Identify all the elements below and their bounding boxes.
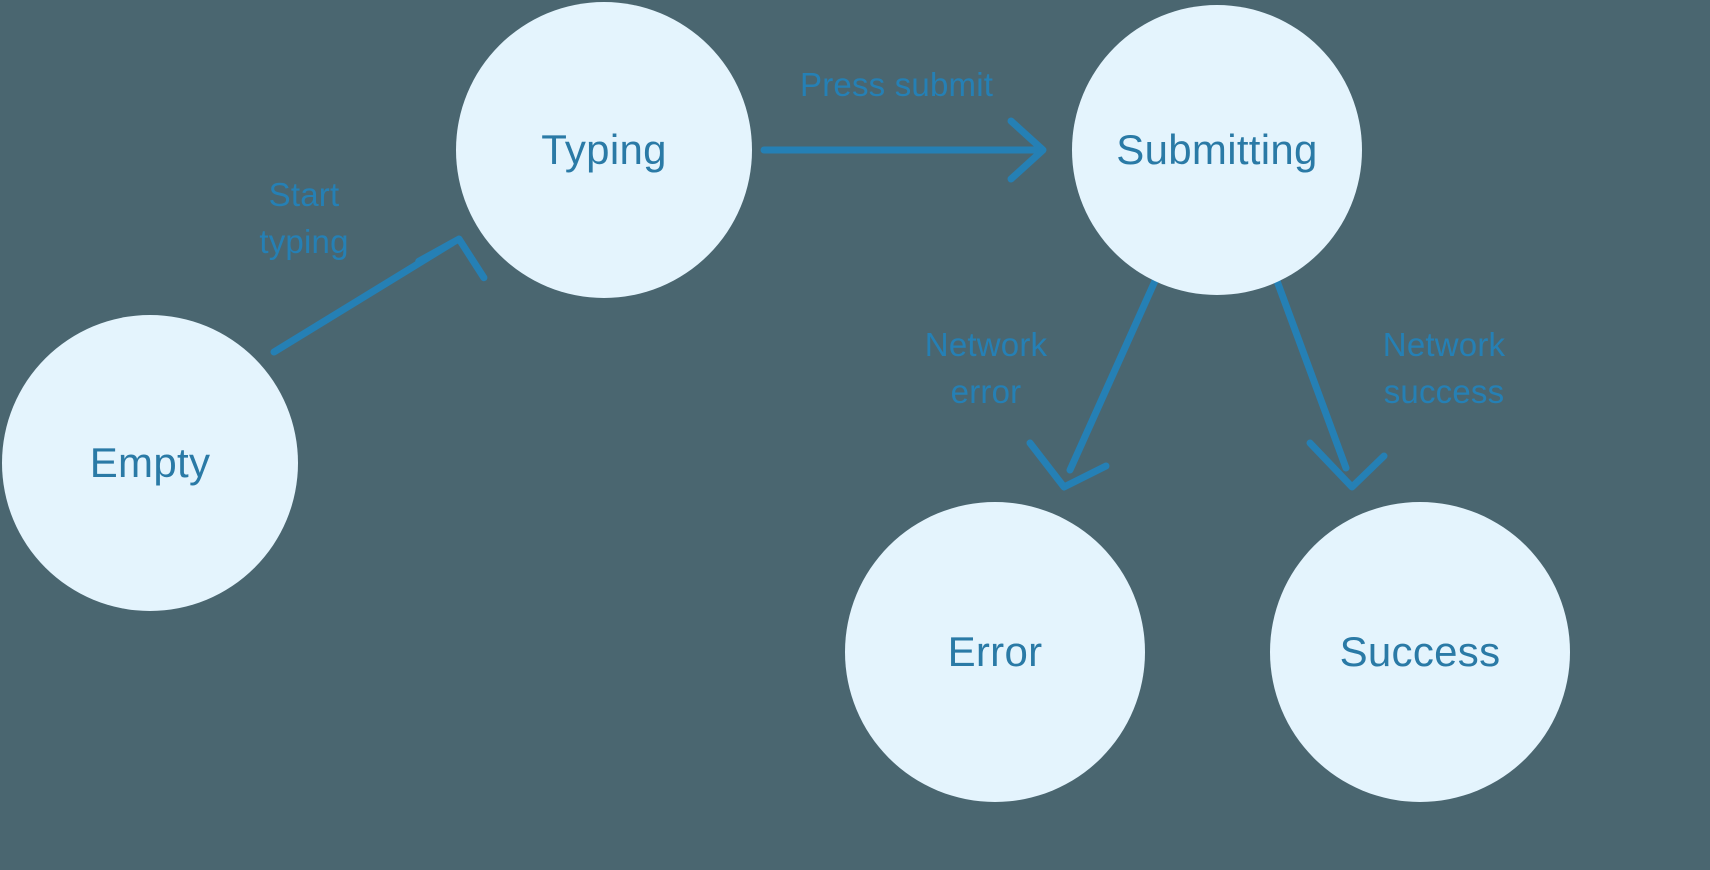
- state-node-error-label: Error: [947, 628, 1043, 675]
- state-node-typing[interactable]: Typing: [456, 2, 752, 298]
- state-node-error[interactable]: Error: [845, 502, 1145, 802]
- state-node-empty-label: Empty: [89, 439, 211, 486]
- state-node-typing-label: Typing: [541, 126, 667, 173]
- edge-label-press-submit: Press submit: [800, 66, 994, 103]
- state-node-submitting-label: Submitting: [1116, 126, 1318, 173]
- edge-label-network-error: Network error: [924, 326, 1048, 410]
- edge-typing-to-submitting: [760, 117, 1047, 183]
- state-node-submitting[interactable]: Submitting: [1072, 5, 1362, 295]
- state-node-empty[interactable]: Empty: [2, 315, 298, 611]
- edge-label-start-typing: Start typing: [259, 176, 349, 260]
- state-node-success[interactable]: Success: [1270, 502, 1570, 802]
- state-node-success-label: Success: [1339, 628, 1501, 675]
- edge-label-network-success: Network success: [1382, 326, 1506, 410]
